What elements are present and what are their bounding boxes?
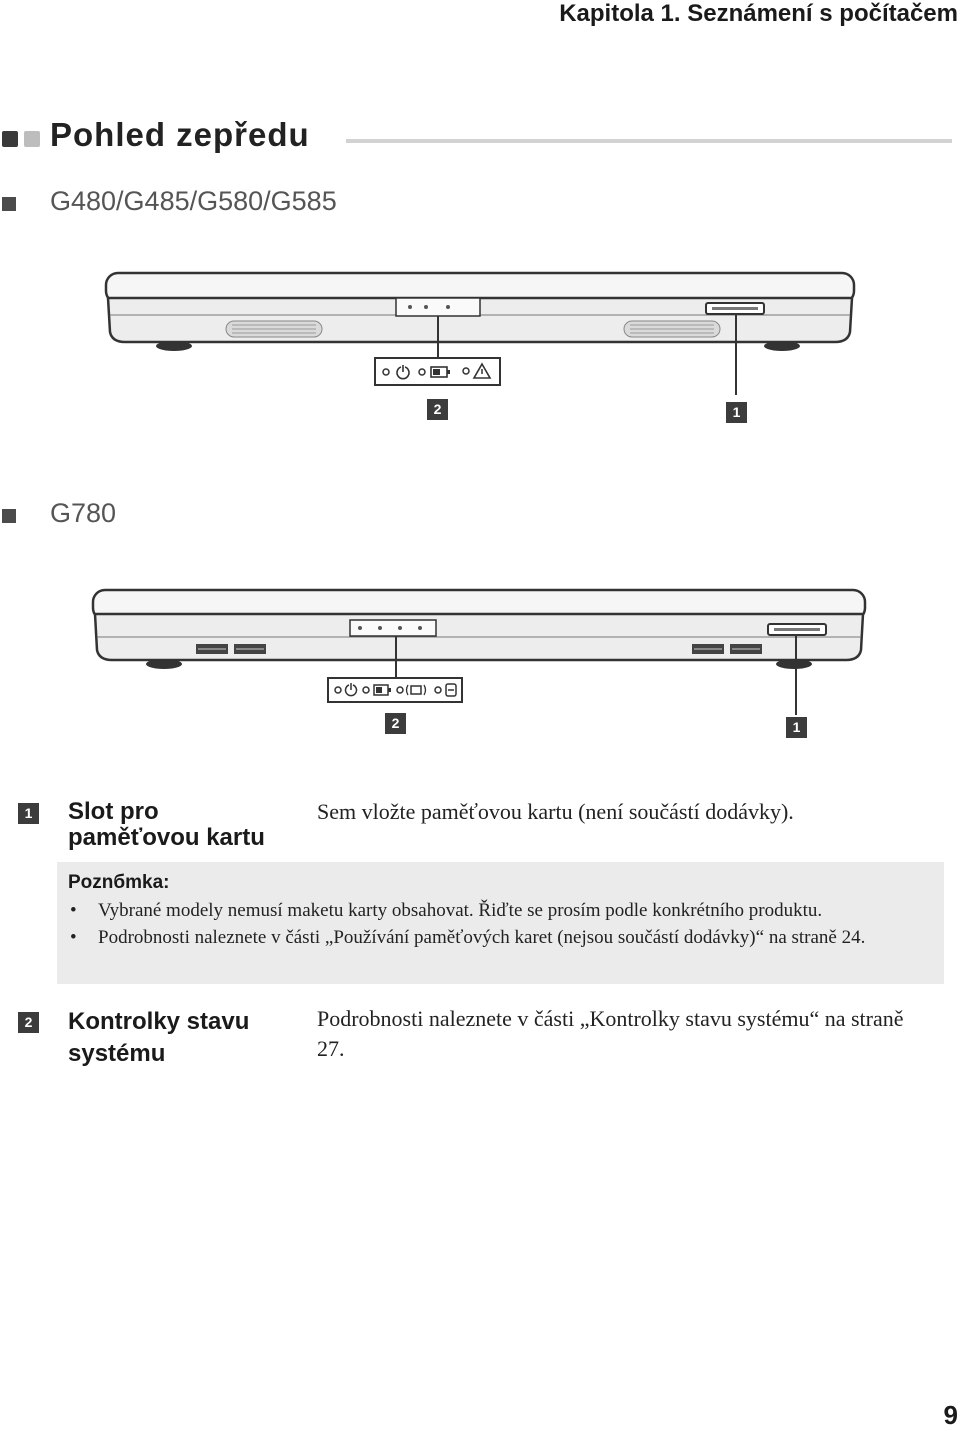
item-description-status-lights: Podrobnosti naleznete v části „Kontrolky… xyxy=(317,1006,904,1061)
battery-icon xyxy=(418,364,454,385)
item-description-card-slot: Sem vložte paměťovou kartu (není součást… xyxy=(317,799,794,824)
note-list: • Vybrané modely nemusí maketu karty obsa… xyxy=(68,897,940,951)
warning-icon xyxy=(462,362,494,385)
item-number-2: 2 xyxy=(18,1012,39,1033)
battery-icon xyxy=(362,682,394,703)
item-title-status-lights: Kontrolky stavu systému xyxy=(68,1008,250,1067)
callout-2: 2 xyxy=(385,713,406,734)
section-title: Pohled zepředu xyxy=(50,116,310,153)
callout-2: 2 xyxy=(427,399,448,420)
callout-1: 1 xyxy=(786,717,807,738)
note-bullet-text: Vybrané modely nemusí maketu karty obsah… xyxy=(98,900,823,921)
model-title: G780 xyxy=(50,498,117,528)
item-title-card-slot: Slot pro paměťovou kartu xyxy=(68,798,265,851)
note-bullet-text: Podrobnosti naleznete v části „Používání… xyxy=(98,927,866,948)
item-number-1: 1 xyxy=(18,803,39,824)
power-icon xyxy=(382,364,412,385)
chapter-header: Kapitola 1. Seznámení s počítačem xyxy=(559,0,958,27)
wireless-icon xyxy=(396,682,430,703)
hdd-icon xyxy=(434,682,460,703)
page-number: 9 xyxy=(943,1400,958,1430)
callout-1: 1 xyxy=(726,402,747,423)
laptop-front-illustration-g780 xyxy=(0,580,960,750)
section-divider xyxy=(346,139,952,143)
subsection-square-icon xyxy=(2,197,16,211)
bullet-icon: • xyxy=(70,900,77,921)
note-title: Poznбmka: xyxy=(68,872,170,893)
power-icon xyxy=(334,682,360,703)
laptop-front-illustration-g480 xyxy=(0,260,960,430)
note-bullet: • Vybrané modely nemusí maketu karty obsa… xyxy=(68,897,940,924)
subsection-square-icon xyxy=(2,509,16,523)
note-box xyxy=(57,862,944,984)
bullet-icon: • xyxy=(70,927,77,948)
section-bullets-icon xyxy=(2,129,40,149)
model-title: G480/G485/G580/G585 xyxy=(50,186,337,216)
note-bullet: • Podrobnosti naleznete v části „Používán… xyxy=(68,924,940,951)
